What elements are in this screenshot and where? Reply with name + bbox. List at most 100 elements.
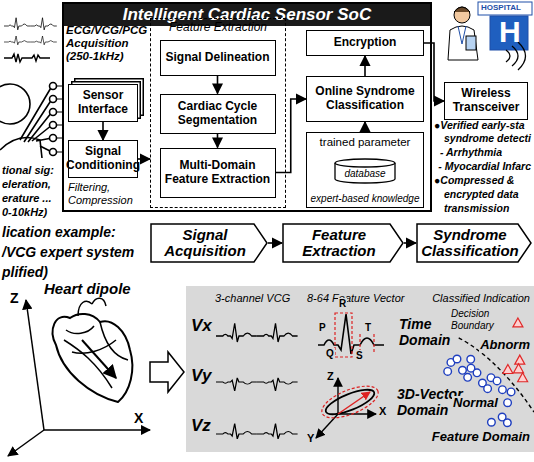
illustration-stroke: [323, 385, 377, 419]
annotation-label: ECG/VCG/PCG Acquisition (250-1kHz): [66, 24, 158, 64]
illustration-stroke: [44, 429, 150, 431]
node-label: Feature Extraction: [151, 21, 285, 35]
annotation-label: ●Verified early-sta: [434, 119, 525, 131]
illustration-stroke: [0, 138, 42, 158]
illustration-stroke: [257, 323, 298, 342]
chevron-outline: [283, 224, 403, 262]
illustration-stroke: [257, 378, 298, 391]
illustration-stroke: [216, 378, 298, 391]
annotation-label: erature ...: [2, 192, 52, 205]
illustration-stroke: [454, 7, 470, 12]
normal-point: [453, 355, 461, 363]
annotation-label: Z: [10, 290, 19, 306]
node-label: Online Syndrome Classification: [310, 85, 420, 113]
illustration-stroke: [82, 340, 116, 378]
illustration-stroke: [318, 380, 383, 425]
illustration-stroke: [338, 413, 376, 414]
normal-point: [484, 385, 492, 393]
illustration-stroke: [4, 36, 30, 45]
node-label: Multi-Domain Feature Extraction: [164, 159, 272, 187]
chevron-step: Feature Extraction: [282, 223, 404, 263]
annotation-label: Heart dipole: [44, 280, 131, 297]
patient-figure: [0, 83, 62, 159]
annotation-label: tional sig:: [2, 164, 54, 177]
transceiver-box: Wireless Transceiver: [444, 82, 528, 120]
node-label: Sensor Interface: [72, 89, 134, 117]
annotation-label: /VCG expert system: [2, 244, 134, 260]
annotation-label: Vy: [190, 366, 213, 386]
annotation-label: Vx: [190, 316, 213, 336]
illustration-stroke: [53, 314, 133, 402]
annotation-label: S: [355, 350, 364, 362]
flow-connector: [217, 134, 219, 148]
normal-point: [504, 399, 512, 407]
parameter-box: trained parameter database expert-based kn…: [306, 132, 424, 208]
flow-arrow: [150, 352, 184, 392]
annotation-label: 8-64 Feature Vector: [306, 292, 405, 305]
normal-point: [444, 368, 452, 376]
illustration-stroke: [4, 18, 30, 30]
illustration-stroke: [338, 392, 370, 414]
annotation-label: 3-channel VCG: [214, 292, 291, 305]
illustration-stroke: [454, 7, 470, 23]
illustration-stroke: [30, 36, 56, 45]
stacked-box: Sensor Interface: [68, 84, 138, 122]
chevron-outline: [417, 224, 531, 262]
illustration-stroke: [478, 2, 532, 15]
annotation-label: syndrome detecti: [444, 132, 531, 144]
normal-point: [473, 369, 481, 377]
hospital-icon: [448, 2, 532, 70]
node-note: expert-based knowledge: [311, 193, 420, 205]
abnormal-point: [515, 355, 525, 364]
process-box: Encryption: [306, 30, 424, 56]
chevron-outline: [151, 224, 267, 262]
abnormal-point: [513, 318, 523, 327]
normal-point: [464, 374, 472, 382]
process-box: Signal Conditioning: [68, 140, 138, 178]
annotation-label: Feature Domain: [431, 430, 531, 445]
signal-traces: [4, 18, 57, 62]
illustration-stroke: [216, 378, 257, 391]
annotation-label: lication example:: [2, 224, 116, 240]
flow-connector: [217, 76, 219, 94]
node-label: Wireless Transceiver: [448, 87, 524, 115]
illustration-stroke: [30, 18, 56, 30]
annotation-label: Y: [306, 432, 315, 445]
illustration-stroke: [337, 378, 338, 414]
node-label: trained parameter: [320, 136, 411, 149]
annotation-label: - Arrhythmia: [440, 146, 502, 158]
abnormal-point: [514, 364, 524, 373]
chevron-step: Signal Acquisition: [150, 223, 268, 263]
illustration-stroke: [335, 313, 352, 357]
flow-connector: [268, 242, 282, 244]
flow-connector: [276, 99, 307, 173]
annotation-label: eleration,: [2, 178, 51, 191]
illustration-stroke: [64, 298, 128, 388]
illustration-stroke: [0, 84, 30, 124]
annotation-label: Decision Boundary: [450, 308, 510, 331]
illustration-stroke: [26, 300, 44, 430]
annotation-label: plified): [2, 264, 48, 280]
normal-point: [504, 419, 512, 427]
annotation-label: Z: [326, 370, 335, 383]
node-label: Signal Delineation: [165, 51, 269, 65]
node-label: Syndrome Classification: [421, 227, 519, 260]
normal-point: [467, 356, 475, 364]
process-box: Multi-Domain Feature Extraction: [160, 148, 276, 198]
normal-point: [499, 386, 507, 394]
illustration-stroke: [216, 323, 298, 342]
illustration-stroke: [458, 26, 466, 44]
annotation-label: Q: [325, 348, 335, 360]
normal-point: [507, 388, 515, 396]
process-box: Online Syndrome Classification: [306, 76, 424, 122]
illustration-stroke: [216, 323, 257, 342]
illustration-stroke: [4, 54, 50, 62]
vcg-traces: [216, 323, 298, 439]
annotation-label: Time Domain: [398, 316, 458, 348]
annotation-label: Vz: [190, 416, 212, 436]
illustration-stroke: [50, 96, 57, 103]
node-label: database: [344, 168, 385, 180]
illustration-stroke: [50, 135, 57, 142]
node-label: Encryption: [334, 36, 397, 50]
dashed-group: Feature ExtractionSignal DelineationCard…: [150, 18, 286, 208]
